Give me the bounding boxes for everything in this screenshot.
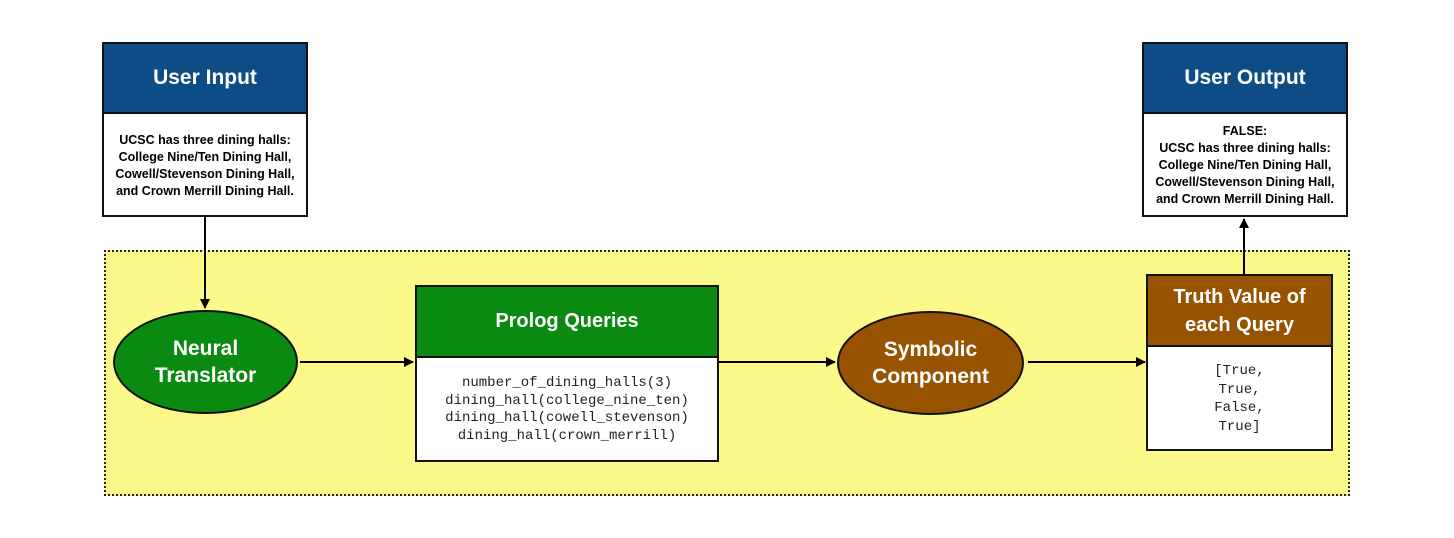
- user-output-box: User Output FALSE: UCSC has three dining…: [1142, 42, 1348, 217]
- symbolic-component-node: Symbolic Component: [837, 311, 1024, 415]
- user-input-line: Cowell/Stevenson Dining Hall,: [115, 166, 295, 181]
- truth-values-title-line: Truth Value of: [1173, 285, 1306, 308]
- user-output-text: FALSE: UCSC has three dining halls: Coll…: [1144, 114, 1346, 217]
- truth-values-title: Truth Value of each Query: [1148, 276, 1331, 347]
- user-output-title: User Output: [1144, 44, 1346, 114]
- user-input-text: UCSC has three dining halls: College Nin…: [104, 114, 306, 217]
- neurosymbolic-region: [104, 250, 1350, 496]
- user-input-line: and Crown Merrill Dining Hall.: [116, 183, 294, 198]
- user-input-line: UCSC has three dining halls:: [119, 132, 291, 147]
- user-input-line: College Nine/Ten Dining Hall,: [118, 149, 292, 164]
- user-output-line: UCSC has three dining halls:: [1159, 141, 1331, 155]
- prolog-query: dining_hall(crown_merrill): [457, 427, 677, 444]
- user-output-line: FALSE:: [1222, 124, 1268, 138]
- truth-values-list: [True, True, False, True]: [1148, 347, 1331, 451]
- symbolic-component-label: Component: [872, 365, 989, 388]
- prolog-queries-title: Prolog Queries: [417, 287, 717, 358]
- user-output-line: and Crown Merrill Dining Hall.: [1156, 192, 1334, 206]
- neural-translator-node: Neural Translator: [113, 310, 298, 414]
- user-input-title: User Input: [104, 44, 306, 114]
- prolog-query: dining_hall(cowell_stevenson): [445, 410, 689, 426]
- prolog-queries-list: number_of_dining_halls(3) dining_hall(co…: [417, 358, 717, 462]
- neural-translator-label: Neural: [172, 337, 239, 360]
- user-output-line: Cowell/Stevenson Dining Hall,: [1155, 175, 1335, 189]
- user-output-line: College Nine/Ten Dining Hall,: [1158, 158, 1332, 172]
- truth-values-box: Truth Value of each Query [True, True, F…: [1146, 274, 1333, 451]
- truth-values-title-line: each Query: [1185, 313, 1294, 336]
- prolog-query: dining_hall(college_nine_ten): [445, 392, 689, 409]
- truth-value: True]: [1218, 418, 1261, 435]
- user-input-box: User Input UCSC has three dining halls: …: [102, 42, 308, 217]
- prolog-query: number_of_dining_halls(3): [461, 375, 673, 391]
- truth-value: [True,: [1214, 363, 1265, 379]
- neural-translator-label: Translator: [154, 364, 257, 387]
- prolog-queries-box: Prolog Queries number_of_dining_halls(3)…: [415, 285, 719, 462]
- truth-value: True,: [1218, 381, 1261, 398]
- truth-value: False,: [1214, 400, 1265, 416]
- symbolic-component-label: Symbolic: [883, 338, 978, 361]
